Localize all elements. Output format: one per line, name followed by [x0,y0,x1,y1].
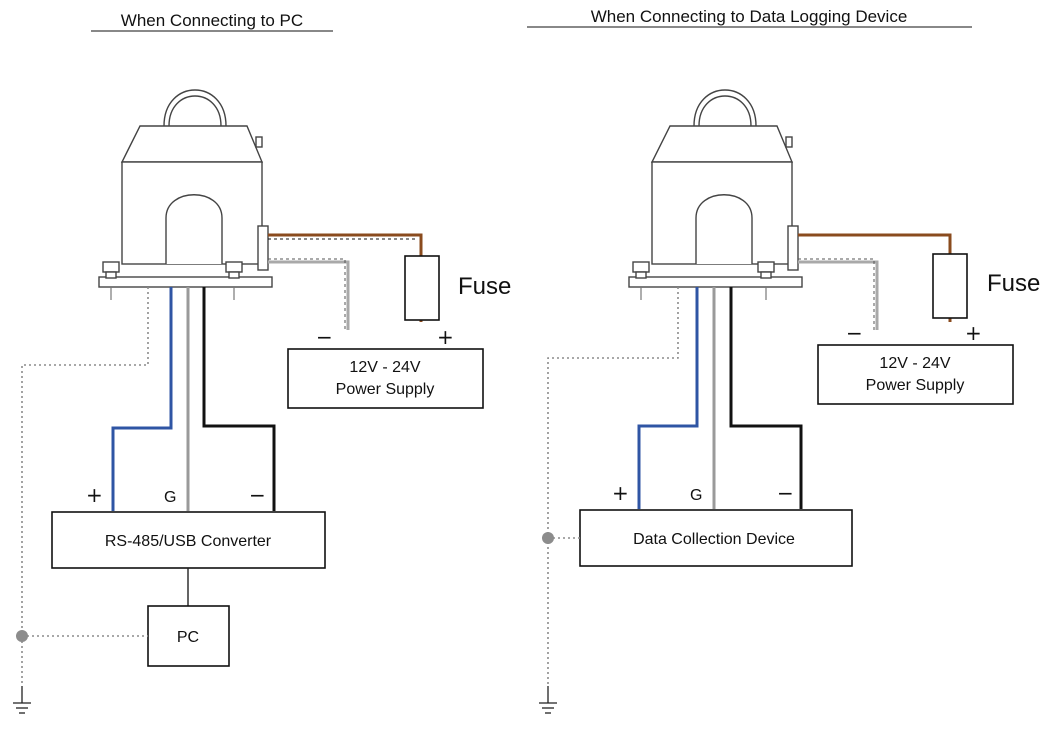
ground-icon [539,686,557,714]
right-title: When Connecting to Data Logging Device [591,7,908,26]
right-ps-plus: + [965,321,982,345]
right-ps-line1: 12V - 24V [879,355,950,372]
sensor-device-icon [98,89,273,300]
right-conv-plus: + [612,481,629,505]
fuse-icon [404,255,440,321]
right-conv-minus: − [777,481,794,505]
left-title: When Connecting to PC [121,11,303,30]
right-ground-node [542,532,554,544]
left-diagram: When Connecting to PC Fuse − [13,11,511,714]
pc-box [147,605,230,667]
left-conv-minus: − [249,483,266,507]
right-power-supply-box [817,344,1014,405]
left-ground-wire [21,287,149,686]
converter-label: RS-485/USB Converter [105,533,272,550]
left-power-negative-wire [268,260,350,330]
data-collection-device-label: Data Collection Device [633,531,795,548]
pc-label: PC [177,629,199,646]
right-conv-g: G [690,487,702,504]
left-ps-line1: 12V - 24V [349,359,420,376]
left-ps-line2: Power Supply [336,381,435,398]
right-ps-minus: − [846,321,863,345]
left-ps-plus: + [437,325,454,349]
ground-icon [13,686,31,714]
right-power-negative-wire [798,260,879,330]
left-ground-node [16,630,28,642]
left-fuse-label: Fuse [458,273,511,300]
sensor-device-icon [628,89,803,300]
left-power-supply-box [287,348,484,409]
right-signal-plus-wire [637,287,699,509]
left-signal-minus-wire [202,287,276,511]
data-collection-device-box [579,509,853,567]
right-ps-line2: Power Supply [866,377,965,394]
right-diagram: When Connecting to Data Logging Device F… [527,7,1040,714]
left-conv-g: G [164,489,176,506]
right-ground-wire [547,287,679,686]
left-signal-plus-wire [111,287,173,511]
fuse-icon [932,253,968,319]
left-ps-minus: − [316,325,333,349]
right-power-positive-wire [798,233,952,322]
right-fuse-label: Fuse [987,270,1040,297]
left-conv-plus: + [86,483,103,507]
right-signal-minus-wire [729,287,803,509]
